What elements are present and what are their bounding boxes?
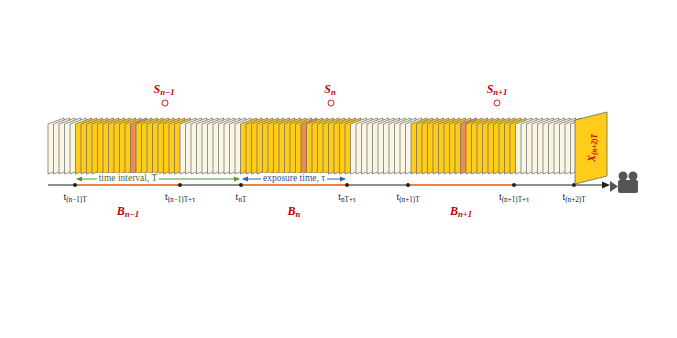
sharp-frame-label: Sn−1 <box>153 83 174 98</box>
sharp-frame-label: Sn <box>324 83 335 98</box>
exposure-label: exposure time, τ <box>261 173 327 183</box>
time-stamp: t(n+1)T <box>396 191 419 205</box>
blur-frame-label: Bn−1 <box>117 205 139 220</box>
time-stamp: t(n+1)T+τ <box>499 191 529 205</box>
frame-outline <box>574 111 608 185</box>
sharp-marker <box>494 100 500 106</box>
time-stamp: t(n−1)T+τ <box>165 191 195 205</box>
frame-label: X(n+2)T <box>586 134 600 162</box>
interval-label: time interval, T <box>97 173 160 183</box>
sharp-marker <box>328 100 334 106</box>
time-stamp: tnT <box>236 191 247 205</box>
time-stamp: t(n−1)T <box>63 191 86 205</box>
camera-icon <box>610 172 638 194</box>
blur-frame-label: Bn+1 <box>450 205 472 220</box>
blur-frame-label: Bn <box>288 205 301 220</box>
time-stamp: tnT+τ <box>338 191 356 205</box>
red-markers <box>162 100 500 106</box>
current-frame: X(n+2)T <box>574 111 608 185</box>
time-stamp: t(n+2)T <box>562 191 585 205</box>
frame-stack <box>48 118 587 174</box>
sharp-marker <box>162 100 168 106</box>
sharp-frame-label: Sn+1 <box>487 83 508 98</box>
